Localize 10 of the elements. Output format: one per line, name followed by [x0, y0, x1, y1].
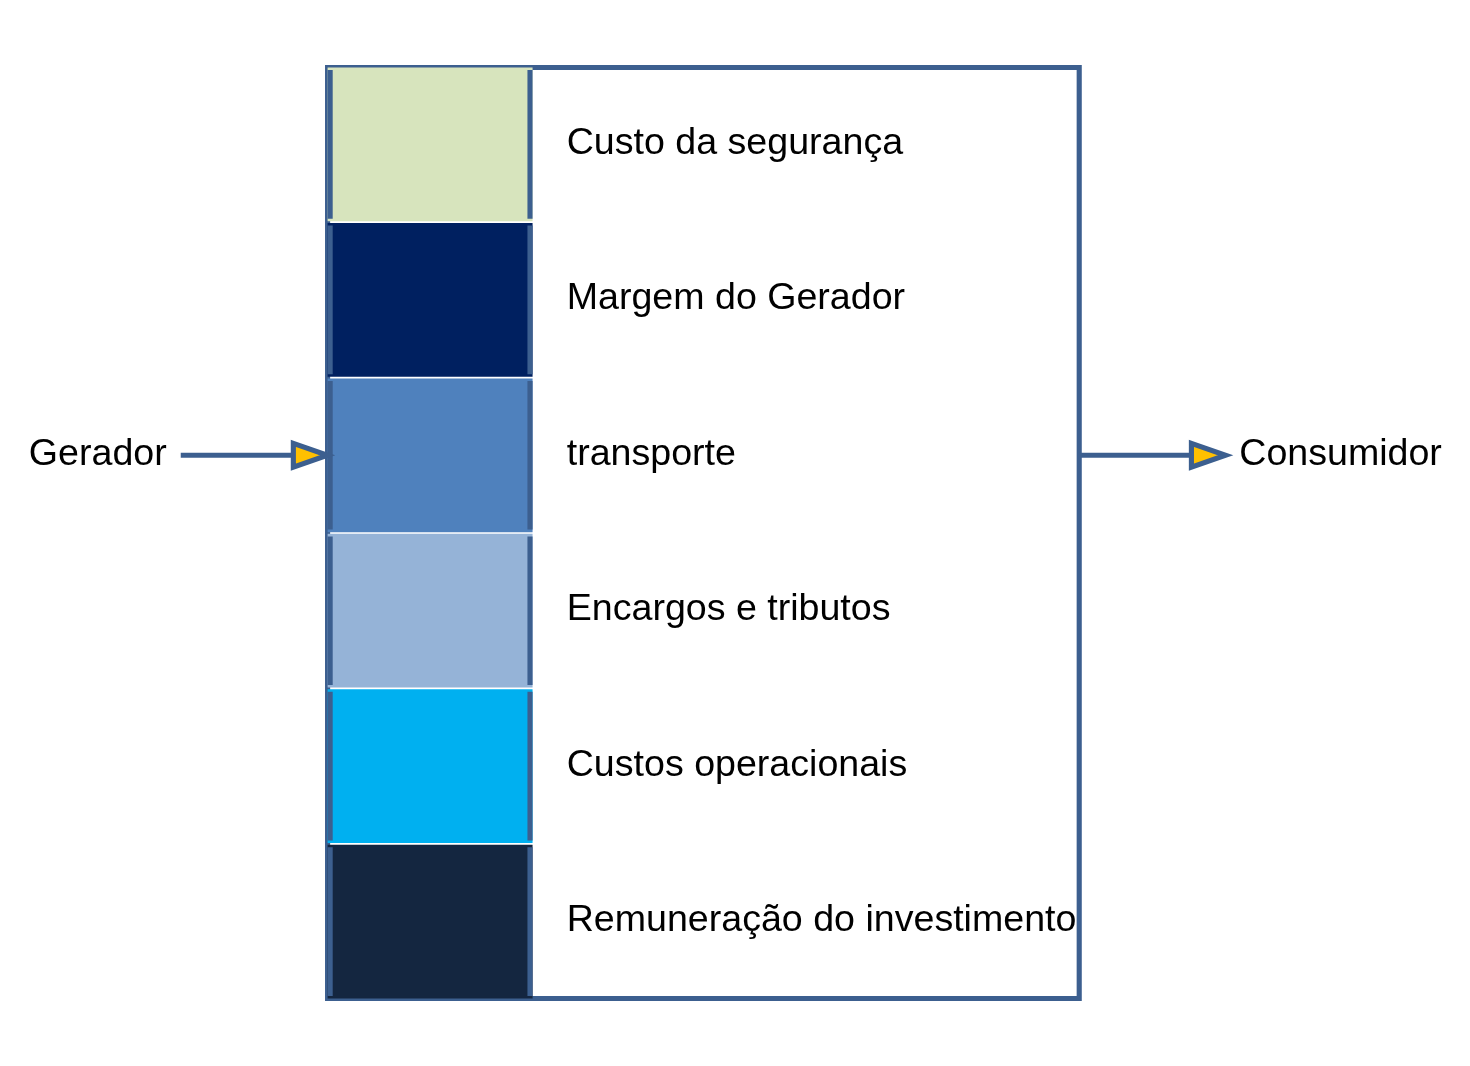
node-label: Encargos e tributos — [566, 586, 891, 629]
node-label: transporte — [566, 430, 736, 473]
node-text: Consumidor — [1239, 430, 1442, 473]
node-label: Margem do Gerador — [566, 275, 906, 318]
node-text: Gerador — [28, 430, 167, 473]
arrow — [180, 439, 336, 471]
arrow — [1079, 439, 1234, 471]
node-label: Remuneração do investimento — [566, 897, 1077, 940]
node-label: Custos operacionais — [566, 741, 908, 784]
node-label: Custo da segurança — [566, 119, 904, 162]
